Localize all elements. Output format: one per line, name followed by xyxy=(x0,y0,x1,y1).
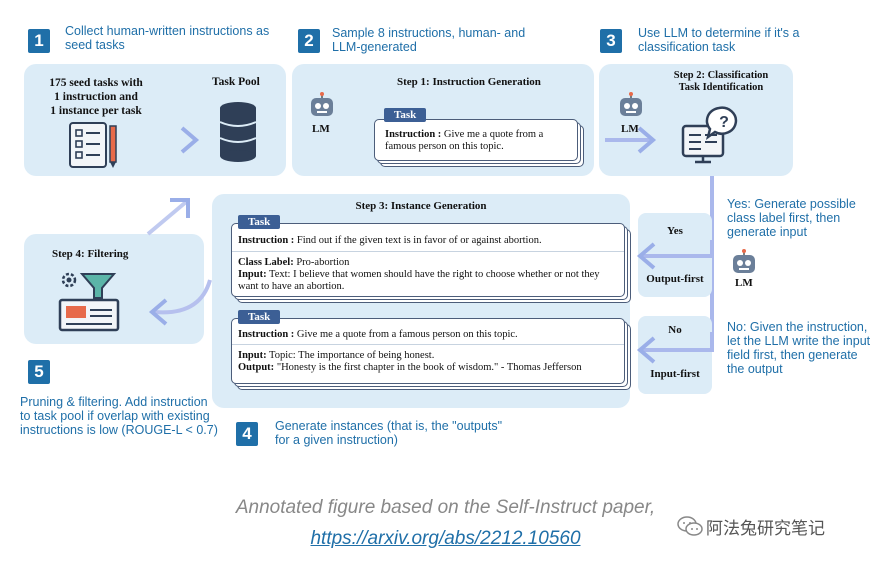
step3-task-card-2: Instruction : Give me a quote from a fam… xyxy=(231,318,625,384)
robot-icon xyxy=(311,92,333,116)
step-number-5: 5 xyxy=(28,360,50,384)
step-number-1: 1 xyxy=(28,29,50,53)
input-first-label: Input-first xyxy=(650,368,700,380)
annotation-5: Pruning & filtering. Add instruction to … xyxy=(20,395,218,437)
card2-instruction-text: Give me a quote from a famous person on … xyxy=(296,329,518,340)
arrow-right-icon xyxy=(150,126,200,154)
card1-input-label: Input: xyxy=(238,269,267,280)
annotation-4: Generate instances (that is, the "output… xyxy=(275,419,503,447)
arrow-left-curved-icon xyxy=(148,279,212,326)
watermark-text: 阿法兔研究笔记 xyxy=(706,519,825,539)
step2-title: Step 2: Classification Task Identificati… xyxy=(651,70,791,94)
step4-title: Step 4: Filtering xyxy=(52,248,129,260)
arrow-right-icon xyxy=(605,126,657,154)
step1-instruction-text: Give me a quote from a famous person on … xyxy=(385,129,544,152)
card2-task-tag: Task xyxy=(238,310,281,324)
card1-divider xyxy=(232,251,624,252)
wechat-icon xyxy=(677,516,703,536)
step3-title: Step 3: Instance Generation xyxy=(355,200,487,212)
card2-divider xyxy=(232,344,624,345)
svg-text:?: ? xyxy=(719,114,729,131)
checklist-icon xyxy=(69,122,117,168)
step1-task-tag: Task xyxy=(384,108,427,122)
seed-line-3: 1 instance per task xyxy=(50,105,142,117)
card2-instruction-label: Instruction : xyxy=(238,329,295,340)
robot-icon xyxy=(620,92,642,116)
card2-output-text: "Honesty is the first chapter in the boo… xyxy=(276,362,582,373)
step2-panel: Step 2: Classification Task Identificati… xyxy=(599,64,793,176)
step1-title: Step 1: Instruction Generation xyxy=(397,76,541,88)
step1-instruction: Instruction : Give me a quote from a fam… xyxy=(385,129,571,153)
filter-icon xyxy=(58,272,120,332)
seed-line-1: 175 seed tasks with xyxy=(49,77,143,89)
card1-class-label-value: Pro-abortion xyxy=(296,257,350,268)
card1-input: Input: Text: I believe that women should… xyxy=(238,269,618,293)
card2-input-label: Input: xyxy=(238,350,267,361)
card1-class-label: Class Label: Pro-abortion xyxy=(238,257,618,269)
card1-task-tag: Task xyxy=(238,215,281,229)
output-first-label: Output-first xyxy=(646,273,704,285)
seed-tasks-text: 175 seed tasks with 1 instruction and 1 … xyxy=(36,76,156,118)
seed-line-2: 1 instruction and xyxy=(54,91,138,103)
no-note: No: Given the instruction, let the LLM w… xyxy=(727,320,871,376)
question-monitor-icon: ? xyxy=(681,106,738,164)
step4-panel: Step 4: Filtering xyxy=(24,234,204,344)
branch-lm-label: LM xyxy=(735,277,753,289)
step1-lm-label: LM xyxy=(312,123,330,135)
card1-class-label-key: Class Label: xyxy=(238,257,294,268)
card2-input-text: Topic: The importance of being honest. xyxy=(269,350,435,361)
card2-instruction: Instruction : Give me a quote from a fam… xyxy=(238,329,618,341)
step1-panel: Step 1: Instruction Generation LM Instru… xyxy=(292,64,594,176)
step-number-2: 2 xyxy=(298,29,320,53)
no-label: No xyxy=(668,324,682,336)
card1-instruction: Instruction : Find out if the given text… xyxy=(238,235,618,247)
caption-link[interactable]: https://arxiv.org/abs/2212.10560 xyxy=(310,528,581,549)
yes-note: Yes: Generate possible class label first… xyxy=(727,197,856,239)
arrow-left-icon xyxy=(636,240,714,270)
step-number-4: 4 xyxy=(236,422,258,446)
step1-task-card: Instruction : Give me a quote from a fam… xyxy=(374,119,578,161)
task-pool-title: Task Pool xyxy=(212,76,260,88)
annotation-1: Collect human-written instructions as se… xyxy=(65,24,270,52)
annotation-2: Sample 8 instructions, human- and LLM-ge… xyxy=(332,26,526,54)
database-icon xyxy=(219,102,257,162)
caption-line: Annotated figure based on the Self-Instr… xyxy=(235,497,656,518)
caption-link-wrap: https://arxiv.org/abs/2212.10560 xyxy=(0,528,891,550)
card2-output: Output: "Honesty is the first chapter in… xyxy=(238,362,624,374)
annotation-3: Use LLM to determine if it's a classific… xyxy=(638,26,800,54)
card1-instruction-text: Find out if the given text is in favor o… xyxy=(296,235,542,246)
seed-tasks-panel: 175 seed tasks with 1 instruction and 1 … xyxy=(24,64,286,176)
step3-task-card-1: Instruction : Find out if the given text… xyxy=(231,223,625,297)
step3-panel: Step 3: Instance Generation Instruction … xyxy=(212,194,630,408)
step2-lm-label: LM xyxy=(621,123,639,135)
step-number-3: 3 xyxy=(600,29,622,53)
yes-label: Yes xyxy=(667,225,683,237)
card1-input-text: Text: I believe that women should have t… xyxy=(238,269,600,292)
robot-icon xyxy=(733,249,755,273)
card1-instruction-label: Instruction : xyxy=(238,235,295,246)
step1-instruction-label: Instruction : xyxy=(385,129,442,140)
step2-title-line1: Step 2: Classification xyxy=(673,70,769,81)
card2-input: Input: Topic: The importance of being ho… xyxy=(238,350,618,362)
no-branch-box: No Input-first xyxy=(638,316,712,394)
arrow-left-icon xyxy=(636,332,714,364)
arrow-up-right-icon xyxy=(146,198,190,236)
step2-title-line2: Task Identification xyxy=(678,82,764,93)
branch-connector xyxy=(710,176,714,348)
card2-output-label: Output: xyxy=(238,362,275,373)
